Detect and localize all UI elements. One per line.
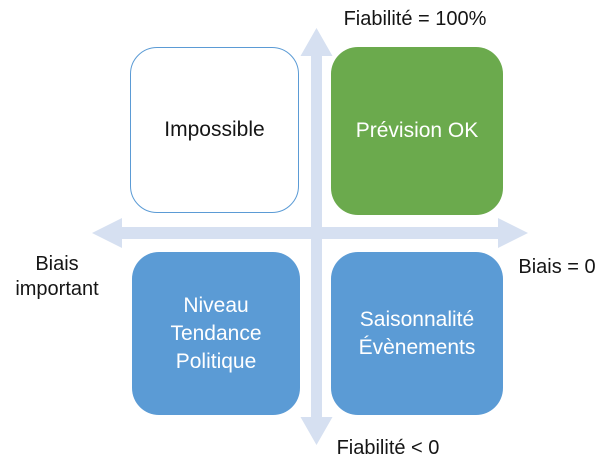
axis-label-top-text: Fiabilité = 100% bbox=[343, 8, 487, 30]
quadrant-niveau-line2: Tendance bbox=[170, 321, 262, 345]
axis-label-left: Biais important bbox=[2, 252, 112, 302]
quadrant-impossible: Impossible bbox=[130, 47, 299, 213]
quadrant-saisonnalite-evenements: Saisonnalité Évènements bbox=[331, 252, 503, 415]
axis-label-left-line2: important bbox=[15, 278, 99, 300]
axis-label-right-text: Biais = 0 bbox=[518, 256, 596, 278]
horizontal-axis-arrow bbox=[92, 218, 528, 248]
vertical-axis-arrow bbox=[300, 28, 333, 445]
quadrant-saisonnalite-line2: Évènements bbox=[358, 335, 476, 359]
axis-label-top: Fiabilité = 100% bbox=[305, 7, 525, 32]
axis-label-left-line1: Biais bbox=[35, 253, 79, 275]
quadrant-saisonnalite-line1: Saisonnalité bbox=[359, 307, 475, 331]
quadrant-prevision-ok: Prévision OK bbox=[331, 47, 503, 215]
quadrant-niveau-line1: Niveau bbox=[183, 293, 249, 317]
axis-label-right: Biais = 0 bbox=[506, 255, 608, 280]
axis-label-bottom-text: Fiabilité < 0 bbox=[336, 437, 440, 459]
quadrant-niveau-tendance-politique: Niveau Tendance Politique bbox=[132, 252, 300, 415]
quadrant-prevision-ok-label: Prévision OK bbox=[355, 119, 479, 142]
quadrant-impossible-label: Impossible bbox=[164, 118, 265, 141]
axis-label-bottom: Fiabilité < 0 bbox=[278, 436, 498, 461]
quadrant-niveau-line3: Politique bbox=[175, 349, 257, 373]
